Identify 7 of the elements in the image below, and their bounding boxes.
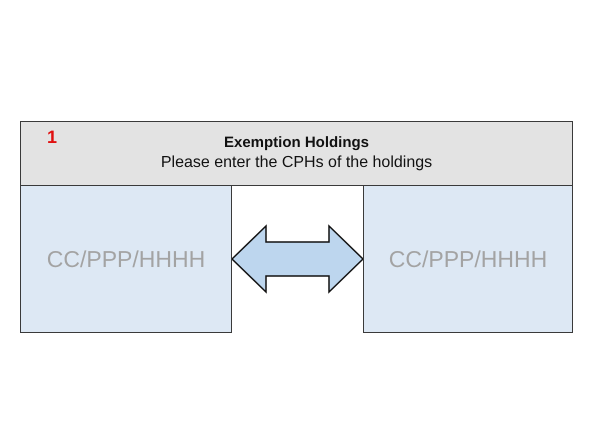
header-band (20, 121, 573, 186)
section-heading: Exemption Holdings (224, 134, 369, 151)
instruction-text: Please enter the CPHs of the holdings (160, 154, 432, 172)
input-field: CC/PPP/HHHH (363, 185, 573, 333)
input-field: CC/PPP/HHHH (20, 185, 232, 333)
double-arrow (230, 224, 364, 294)
step-number: 1 (47, 127, 58, 148)
